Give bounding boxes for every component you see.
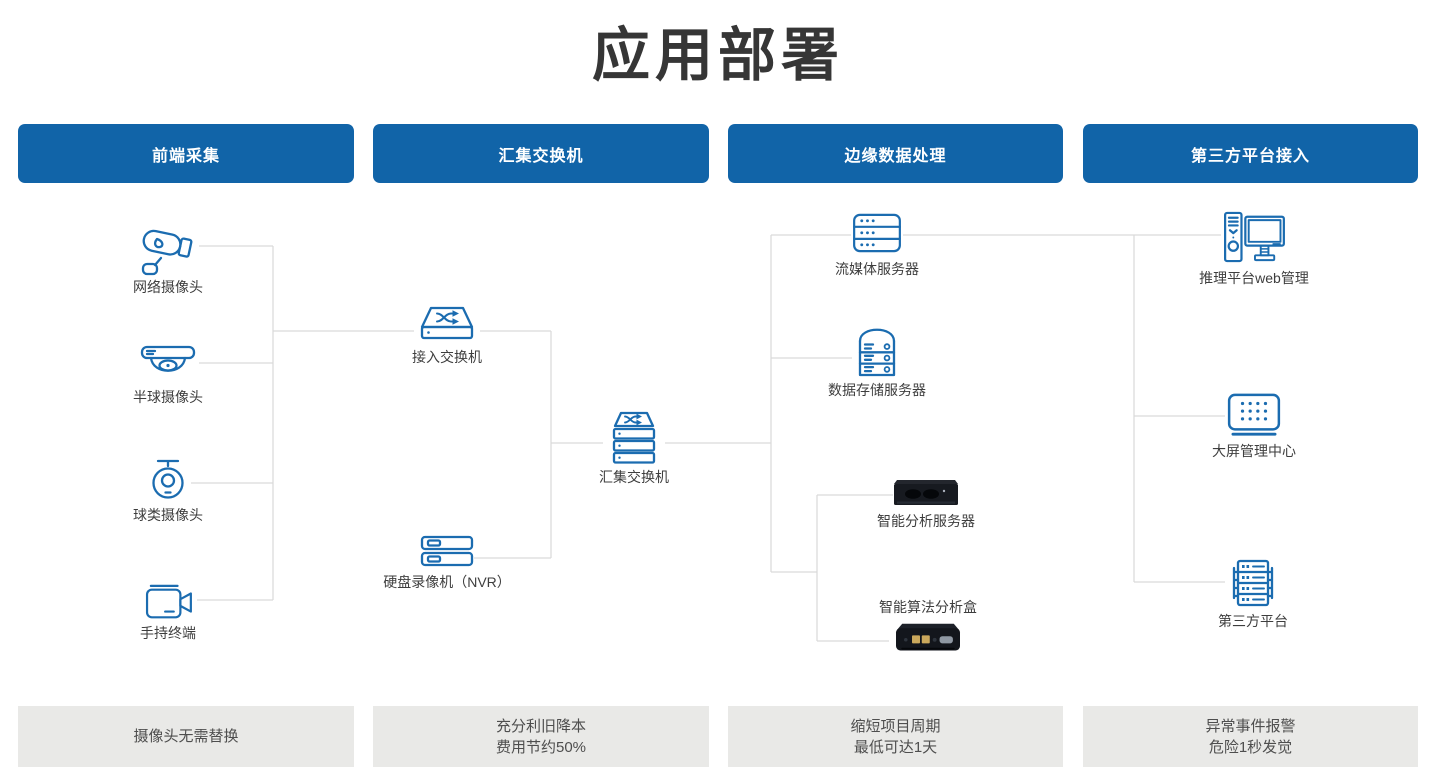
node-label: 数据存储服务器 (828, 382, 926, 398)
node-storage-server: 数据存储服务器 (797, 324, 957, 399)
node-label: 智能分析服务器 (877, 513, 975, 529)
node-label: 流媒体服务器 (835, 261, 919, 277)
stream-server-icon (853, 213, 901, 253)
server-rack-icon (1232, 559, 1274, 607)
node-label: 网络摄像头 (133, 279, 203, 295)
node-analysis-server: 智能分析服务器 (846, 478, 1006, 530)
aggregation-switch-icon (612, 411, 656, 464)
node-big-screen: 大屏管理中心 (1174, 393, 1334, 460)
node-label: 汇集交换机 (599, 469, 669, 485)
node-handheld-terminal: 手持终端 (88, 583, 248, 642)
node-aggregation-switch: 汇集交换机 (554, 411, 714, 486)
node-ptz-camera: 球类摄像头 (88, 459, 248, 524)
analysis-box-photo (896, 623, 960, 651)
camcorder-icon (145, 584, 192, 619)
header-label: 前端采集 (151, 147, 220, 165)
dome-camera-icon (140, 345, 196, 372)
benefit-box-cycle: 缩短项目周期 最低可达1天 (728, 706, 1063, 767)
node-stream-server: 流媒体服务器 (797, 213, 957, 278)
node-network-camera: 网络摄像头 (88, 228, 248, 296)
column-header-frontend-capture: 前端采集 (18, 124, 354, 183)
benefit-line: 危险1秒发觉 (1208, 738, 1293, 756)
node-label: 第三方平台 (1218, 613, 1288, 629)
benefit-line: 最低可达1天 (853, 738, 938, 756)
benefit-box-cost: 充分利旧降本 费用节约50% (373, 706, 709, 767)
node-label: 硬盘录像机（NVR） (383, 574, 511, 590)
big-screen-icon (1227, 393, 1281, 436)
header-label: 汇集交换机 (498, 147, 584, 165)
benefit-box-alarm: 异常事件报警 危险1秒发觉 (1083, 706, 1418, 767)
node-algorithm-box: 智能算法分析盒 (848, 598, 1008, 654)
bullet-camera-icon (141, 229, 193, 276)
header-label: 边缘数据处理 (844, 147, 947, 165)
column-header-thirdparty-access: 第三方平台接入 (1083, 124, 1418, 183)
node-access-switch: 接入交换机 (367, 306, 527, 366)
benefit-line: 充分利旧降本 (495, 717, 586, 735)
column-header-edge-processing: 边缘数据处理 (728, 124, 1063, 183)
node-label: 推理平台web管理 (1199, 270, 1309, 286)
node-dome-camera: 半球摄像头 (88, 344, 248, 406)
storage-server-icon (858, 328, 896, 377)
benefit-line: 缩短项目周期 (850, 717, 941, 735)
benefit-line: 异常事件报警 (1205, 717, 1296, 735)
page-title: 应用部署 (591, 23, 844, 88)
benefit-line: 摄像头无需替换 (133, 728, 239, 745)
column-header-aggregation-switch: 汇集交换机 (373, 124, 709, 183)
node-nvr: 硬盘录像机（NVR） (367, 535, 527, 591)
node-label: 大屏管理中心 (1212, 443, 1296, 459)
nvr-icon (420, 535, 474, 567)
benefit-box-frontend: 摄像头无需替换 (18, 706, 354, 767)
workstation-icon (1224, 211, 1285, 263)
node-label: 半球摄像头 (133, 389, 203, 405)
node-inference-web: 推理平台web管理 (1174, 211, 1334, 287)
benefit-line: 费用节约50% (495, 738, 587, 756)
header-label: 第三方平台接入 (1190, 147, 1310, 165)
access-switch-icon (420, 306, 474, 340)
node-third-party: 第三方平台 (1173, 559, 1333, 630)
node-label: 接入交换机 (412, 349, 482, 365)
node-label: 智能算法分析盒 (879, 599, 977, 615)
node-label: 球类摄像头 (133, 507, 203, 523)
node-label: 手持终端 (140, 625, 196, 641)
rack-server-photo (894, 480, 958, 505)
ball-camera-icon (152, 459, 184, 499)
